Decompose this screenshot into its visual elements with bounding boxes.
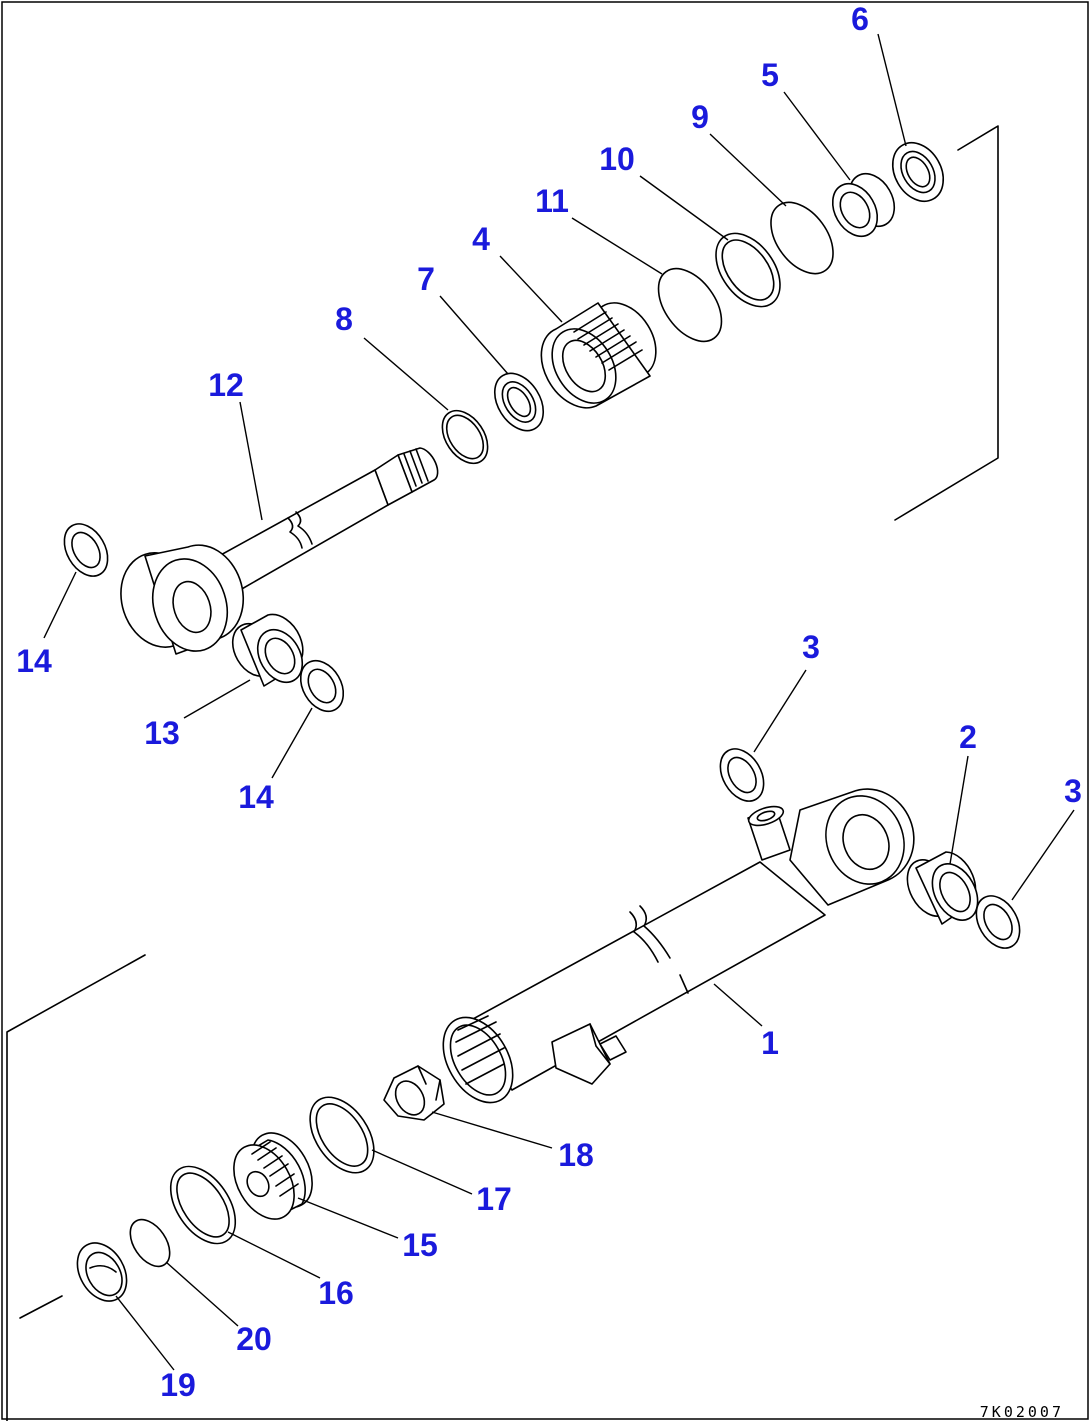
callout-12: 12 <box>208 367 244 403</box>
part-3-dust-seal-a <box>719 748 765 802</box>
part-11-o-ring <box>657 267 723 343</box>
callout-5: 5 <box>761 57 779 93</box>
callout-16: 16 <box>318 1275 354 1311</box>
drawing-code: 7K02007 <box>980 1403 1064 1421</box>
part-4-cylinder-head <box>540 302 657 409</box>
callout-20: 20 <box>236 1321 272 1357</box>
callout-13: 13 <box>144 715 180 751</box>
part-14-dust-seal-b <box>299 659 345 713</box>
callout-3-right: 3 <box>1064 773 1082 809</box>
callout-9: 9 <box>691 99 709 135</box>
part-6-dust-seal <box>891 141 945 203</box>
part-15-piston <box>233 1132 313 1220</box>
callout-15: 15 <box>402 1227 438 1263</box>
part-20-o-ring <box>129 1218 171 1268</box>
callout-6: 6 <box>851 1 869 37</box>
assembly-bracket-upper <box>894 125 999 521</box>
part-13-bushing <box>231 613 304 687</box>
callout-18: 18 <box>558 1137 594 1173</box>
part-17-wear-ring <box>309 1096 375 1174</box>
part-8-snap-ring <box>441 409 489 465</box>
part-14-dust-seal-a <box>63 523 109 577</box>
callout-17: 17 <box>476 1181 512 1217</box>
callout-11: 11 <box>535 183 569 219</box>
part-10-backup-ring <box>715 232 781 308</box>
callout-14-upper: 14 <box>16 643 52 679</box>
callout-labels: 6 5 9 10 11 4 7 8 12 14 13 14 3 2 3 1 18… <box>16 1 1082 1403</box>
callout-14-lower: 14 <box>238 779 274 815</box>
part-19-retainer <box>76 1242 128 1302</box>
part-5-bushing <box>831 172 896 238</box>
assembly-bracket-lower <box>6 954 146 1422</box>
part-16-piston-ring <box>169 1165 237 1245</box>
leader-lines <box>43 33 1075 1371</box>
part-18-nut <box>383 1065 445 1121</box>
part-7-rod-seal <box>493 372 545 432</box>
callout-7: 7 <box>417 261 435 297</box>
callout-4: 4 <box>472 221 490 257</box>
part-12-piston-rod <box>120 447 439 655</box>
callout-3-upper: 3 <box>802 629 820 665</box>
part-3-dust-seal-b <box>975 895 1021 949</box>
part-2-bushing <box>906 851 979 925</box>
callout-2: 2 <box>959 719 977 755</box>
callout-8: 8 <box>335 301 353 337</box>
callout-19: 19 <box>160 1367 196 1403</box>
callout-10: 10 <box>599 141 635 177</box>
part-1-cylinder-tube <box>442 788 915 1104</box>
callout-1: 1 <box>761 1025 779 1061</box>
part-9-o-ring <box>770 201 834 275</box>
